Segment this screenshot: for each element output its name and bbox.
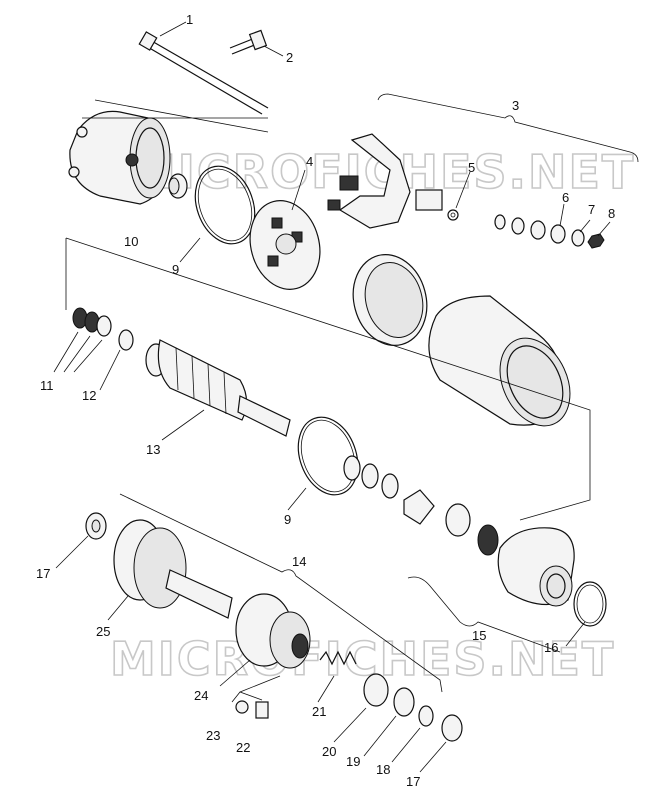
callout-16: 16 bbox=[544, 640, 558, 655]
leader-20 bbox=[333, 707, 367, 743]
callout-5: 5 bbox=[468, 160, 475, 175]
leader-12 bbox=[99, 349, 121, 391]
bracket-14 bbox=[119, 493, 443, 693]
callout-9-lower: 9 bbox=[284, 512, 291, 527]
part-3-brush-holder bbox=[327, 133, 443, 229]
callout-17-upper: 17 bbox=[36, 566, 50, 581]
part-5-washer bbox=[447, 209, 459, 221]
part-24-pinion bbox=[235, 593, 311, 669]
callout-10: 10 bbox=[124, 234, 138, 249]
leader-9b bbox=[287, 487, 307, 511]
leader-9a bbox=[179, 237, 201, 263]
part-11-washers bbox=[72, 307, 112, 337]
leader-13 bbox=[161, 409, 205, 441]
leader-19 bbox=[363, 715, 397, 757]
leader-17b bbox=[419, 741, 447, 773]
callout-22: 22 bbox=[236, 740, 250, 755]
part-18-clip bbox=[418, 705, 434, 727]
leader-8 bbox=[597, 221, 611, 237]
leader-2 bbox=[263, 45, 284, 57]
callout-8: 8 bbox=[608, 206, 615, 221]
callout-1: 1 bbox=[186, 12, 193, 27]
leader-24 bbox=[219, 659, 251, 687]
callout-18: 18 bbox=[376, 762, 390, 777]
leader-18 bbox=[391, 727, 421, 763]
part-22-plunger bbox=[255, 701, 269, 719]
part-9-o-ring-lower bbox=[297, 416, 359, 496]
part-1-through-bolt bbox=[138, 31, 269, 115]
part-2-bolt bbox=[229, 29, 268, 55]
leader-16 bbox=[565, 621, 586, 647]
part-17-washer-lower bbox=[441, 714, 463, 742]
callout-15: 15 bbox=[472, 628, 486, 643]
leader-4 bbox=[291, 169, 306, 211]
callout-7: 7 bbox=[588, 202, 595, 217]
parts-6-7-8-washers-nut bbox=[494, 214, 605, 249]
front-housing bbox=[497, 527, 575, 607]
yoke-housing bbox=[428, 295, 571, 427]
callout-4: 4 bbox=[306, 154, 313, 169]
callout-12: 12 bbox=[82, 388, 96, 403]
watermark-bottom: MICROFICHES.NET bbox=[110, 632, 615, 686]
leader-6 bbox=[559, 203, 565, 227]
leader-1 bbox=[159, 21, 187, 37]
callout-17-lower: 17 bbox=[406, 774, 420, 789]
callout-13: 13 bbox=[146, 442, 160, 457]
part-16-o-ring bbox=[573, 581, 607, 627]
leader-5 bbox=[455, 171, 471, 209]
alignment-lines bbox=[65, 237, 591, 521]
bracket-3 bbox=[377, 93, 639, 163]
rear-cover bbox=[68, 110, 171, 205]
part-9-o-ring-upper bbox=[194, 165, 256, 245]
bracket-22-23 bbox=[231, 675, 281, 703]
callout-2: 2 bbox=[286, 50, 293, 65]
callout-25: 25 bbox=[96, 624, 110, 639]
callout-9-upper: 9 bbox=[172, 262, 179, 277]
brush-holder-ring bbox=[352, 254, 428, 346]
middle-washers bbox=[343, 455, 499, 556]
part-4-brush-plate bbox=[249, 200, 321, 290]
part-21-spring bbox=[319, 650, 357, 666]
callout-20: 20 bbox=[322, 744, 336, 759]
callout-21: 21 bbox=[312, 704, 326, 719]
callout-23: 23 bbox=[206, 728, 220, 743]
bracket-15 bbox=[407, 576, 561, 653]
callout-24: 24 bbox=[194, 688, 208, 703]
callout-3: 3 bbox=[512, 98, 519, 113]
part-10-bushing bbox=[168, 173, 188, 199]
part-13-armature bbox=[145, 339, 291, 437]
leader-11 bbox=[53, 331, 103, 373]
leader-21 bbox=[317, 675, 335, 703]
leader-25 bbox=[107, 595, 129, 621]
part-25-clutch-gear bbox=[113, 519, 233, 619]
part-12-washer bbox=[118, 329, 134, 351]
alignment-lines-top bbox=[82, 99, 269, 133]
leader-17a bbox=[55, 535, 89, 569]
callout-19: 19 bbox=[346, 754, 360, 769]
part-19-washer bbox=[393, 687, 415, 717]
callout-14: 14 bbox=[292, 554, 306, 569]
leader-7 bbox=[579, 219, 591, 233]
callout-6: 6 bbox=[562, 190, 569, 205]
callout-11: 11 bbox=[40, 378, 54, 393]
part-20-sleeve bbox=[363, 673, 389, 707]
part-23-ball bbox=[235, 700, 249, 714]
